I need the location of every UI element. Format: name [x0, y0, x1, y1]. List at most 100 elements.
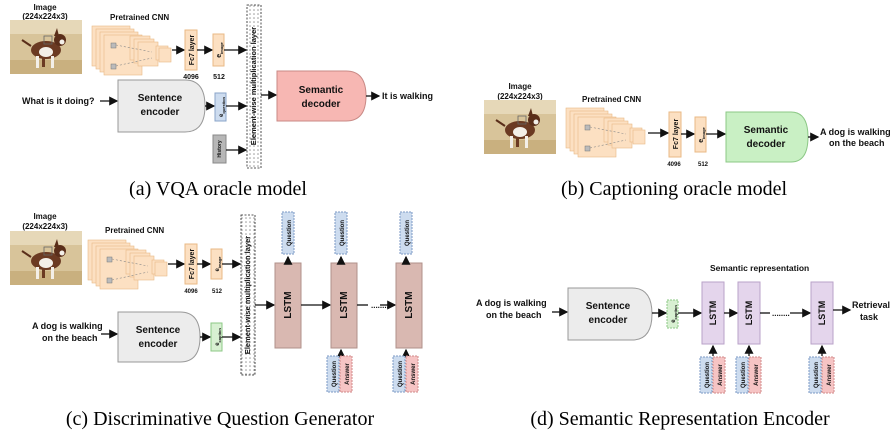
caption-input: A dog is walking [476, 298, 547, 308]
answer-token [748, 356, 762, 394]
fc7-label: Fc7 layer [189, 35, 196, 66]
answer-label: Answer [827, 364, 833, 386]
question-label: Question [332, 361, 338, 387]
question-token [735, 356, 749, 394]
e-caption-vector [666, 299, 679, 329]
caption-a: (a) VQA oracle model [129, 178, 307, 200]
question-label: Question [398, 361, 404, 387]
cnn-label: Pretrained CNN [110, 13, 169, 22]
question-token [699, 356, 713, 394]
answer-output: It is walking [382, 91, 433, 101]
answer-token [339, 355, 353, 393]
answer-label: Answer [345, 363, 351, 385]
receptive-field-box [43, 35, 53, 45]
lstm-label: LSTM [283, 291, 294, 318]
question-label: Question [814, 362, 820, 388]
question-token [326, 355, 340, 393]
fc7-size: 4096 [183, 74, 199, 81]
image-label: Image [508, 82, 532, 91]
cnn-feature-maps [87, 239, 168, 290]
semantic-decoder-label-2: decoder [302, 99, 341, 110]
semantic-decoder-b [725, 111, 809, 163]
ellipsis: ........ [772, 309, 790, 318]
lstm-label: LSTM [404, 291, 415, 318]
question-label: Question [705, 362, 711, 388]
answer-token [821, 356, 835, 394]
question-token [808, 356, 822, 394]
fc7-size: 4096 [667, 162, 681, 168]
caption-c: (c) Discriminative Question Generator [66, 408, 375, 430]
sentence-encoder-label-2: encoder [139, 339, 178, 350]
semantic-decoder-label-2: decoder [747, 139, 786, 150]
sentence-encoder-label-2: encoder [141, 107, 180, 118]
sentence-encoder-label: Sentence [138, 93, 183, 104]
e-image-label: eimage [215, 256, 222, 272]
fc7-size: 4096 [184, 289, 198, 295]
e-image-label: eimage [216, 41, 224, 57]
question-token [392, 355, 406, 393]
answer-token [712, 356, 726, 394]
lstm-label: LSTM [708, 301, 718, 326]
multiplication-layer-label: Element-wise multiplication layer [243, 236, 252, 354]
lstm-cell [810, 281, 834, 345]
sentence-encoder [567, 287, 653, 341]
question-label: Question [405, 220, 411, 246]
question-label: Question [741, 362, 747, 388]
question-token [399, 211, 413, 255]
fc7-label: Fc7 layer [673, 119, 680, 150]
multiplication-layer-label: Element-wise multiplication layer [249, 27, 258, 145]
lstm-label: LSTM [817, 301, 827, 326]
lstm-label: LSTM [744, 301, 754, 326]
question-label: Question [340, 220, 346, 246]
panel-a: Image (224x224x3) Pretrained CNN Fc7 lay… [9, 3, 433, 200]
image-size-label: (224x224x3) [22, 12, 68, 21]
multiplication-layer [246, 4, 262, 169]
question-input-text: What is it doing? [22, 96, 95, 106]
dog-image [9, 19, 83, 75]
lstm-cell [395, 262, 423, 349]
e-image-size: 512 [213, 74, 225, 81]
e-caption-label: ecaption [215, 328, 222, 346]
receptive-field-box [43, 246, 53, 256]
sentence-encoder-label: Sentence [136, 325, 181, 336]
lstm-label: LSTM [339, 291, 350, 318]
caption-input-2: on the beach [42, 333, 98, 343]
answer-label: Answer [718, 364, 724, 386]
e-caption-label: ecaption [671, 305, 678, 323]
panel-b: Image (224x224x3) Pretrained CNN Fc7 lay… [483, 82, 891, 200]
e-image-size: 512 [212, 289, 223, 295]
semantic-decoder-a [276, 70, 367, 122]
panel-d: Semantic representation A dog is walking… [476, 263, 890, 430]
e-image-label: eimage [698, 126, 706, 142]
image-label: Image [33, 212, 57, 221]
multiplication-layer [240, 214, 256, 376]
cnn-feature-maps [565, 107, 646, 158]
image-size-label: (224x224x3) [497, 92, 543, 101]
panel-c: Image (224x224x3) Pretrained CNN Fc7 lay… [9, 211, 423, 430]
caption-output: A dog is walking [820, 127, 891, 137]
e-question-label: equestion [219, 96, 226, 117]
question-token [334, 211, 348, 255]
semantic-decoder-label: Semantic [299, 85, 344, 96]
history-vector [212, 134, 227, 164]
sentence-encoder [117, 311, 201, 363]
question-token [281, 211, 295, 255]
dog-image [9, 230, 83, 286]
e-question-vector [214, 92, 227, 122]
caption-output-2: on the beach [829, 138, 885, 148]
image-size-label: (224x224x3) [22, 222, 68, 231]
sentence-encoder-label-2: encoder [589, 315, 628, 326]
semantic-decoder-label: Semantic [744, 125, 789, 136]
sentence-encoder-label: Sentence [586, 301, 631, 312]
answer-label: Answer [754, 364, 760, 386]
cnn-label: Pretrained CNN [582, 95, 641, 104]
caption-d: (d) Semantic Representation Encoder [530, 408, 830, 430]
cnn-feature-maps [91, 25, 172, 76]
retrieval-output-2: task [860, 312, 879, 322]
sentence-encoder [117, 79, 206, 133]
lstm-cell [274, 262, 302, 349]
ellipsis: ........ [371, 301, 389, 310]
caption-input-2: on the beach [486, 310, 542, 320]
cnn-label: Pretrained CNN [105, 226, 164, 235]
